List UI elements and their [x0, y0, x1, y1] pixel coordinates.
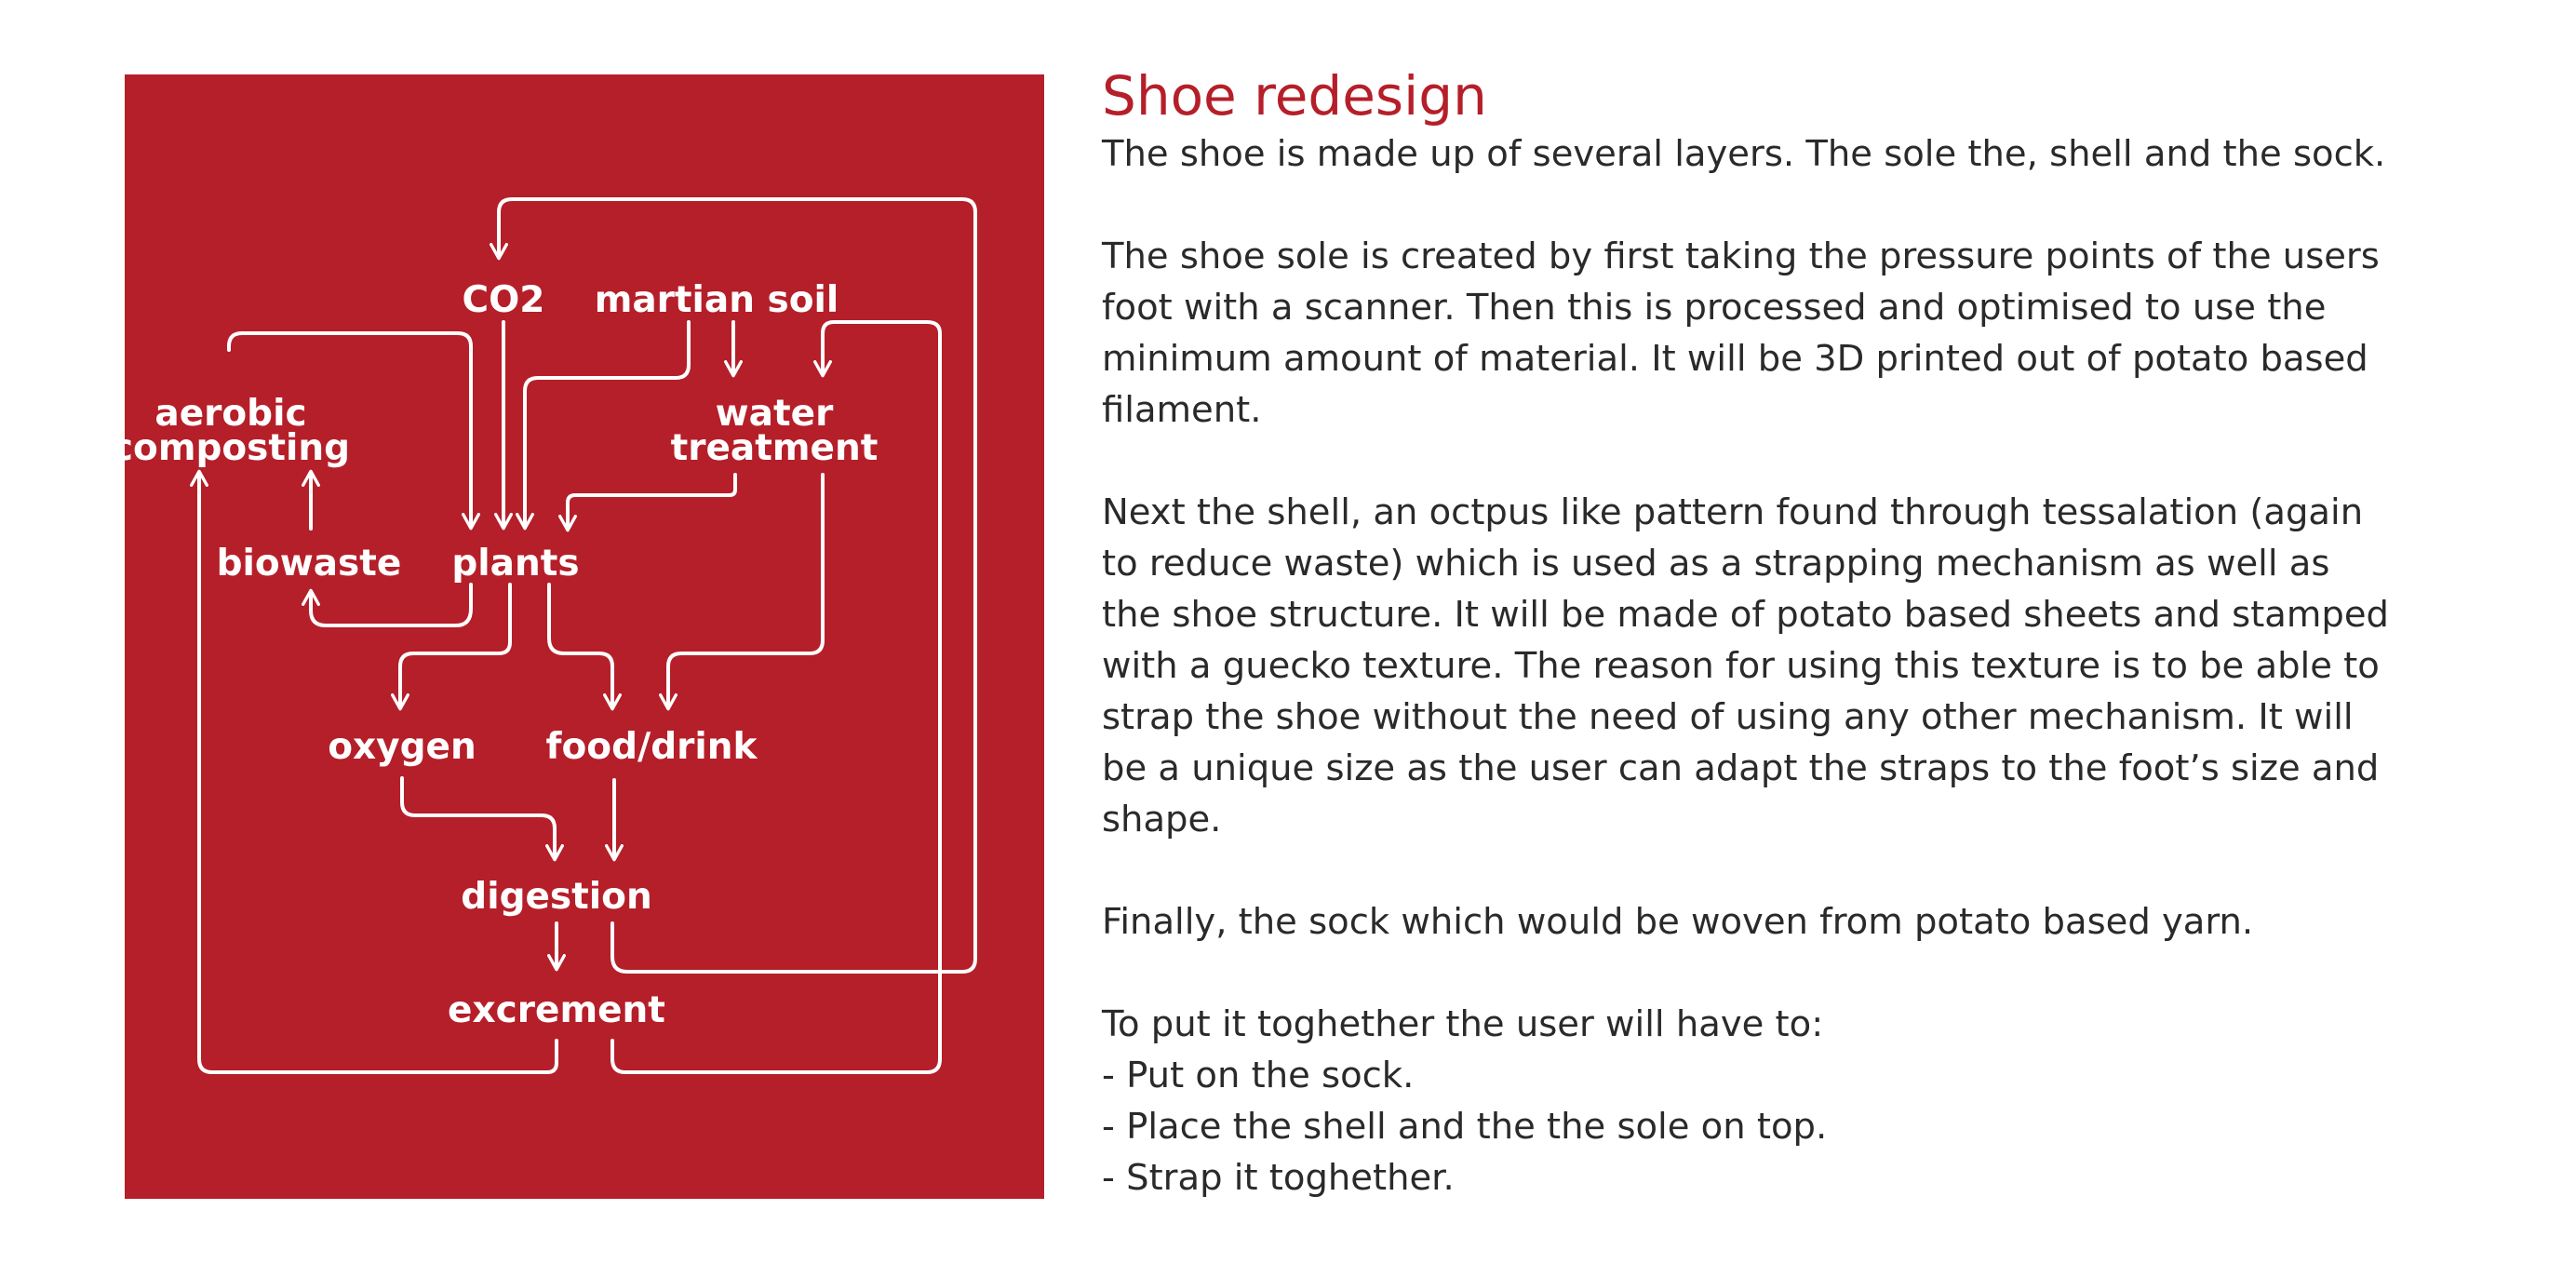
- node-biowaste: biowaste: [217, 543, 402, 585]
- shell-paragraph: Next the shell, an octpus like pattern f…: [1102, 487, 2535, 845]
- assembly-steps-list: - Put on the sock. - Place the shell and…: [1102, 1050, 2535, 1203]
- page-title: Shoe redesign: [1102, 64, 1487, 128]
- shell-line: to reduce waste) which is used as a stra…: [1102, 543, 2330, 585]
- edge-plants-to-food-drink: [547, 583, 622, 711]
- shell-line: be a unique size as the user can adapt t…: [1102, 747, 2380, 789]
- node-water-treatment-line2: treatment: [671, 427, 879, 469]
- node-co2: CO2: [463, 279, 545, 321]
- node-food-drink: food/drink: [546, 726, 758, 768]
- list-item: - Strap it toghether.: [1102, 1157, 1455, 1199]
- shell-line: strap the shoe without the need of using…: [1102, 696, 2354, 738]
- edge-martian-soil-to-plants: [516, 320, 691, 531]
- intro-paragraph: The shoe is made up of several layers. T…: [1102, 133, 2386, 175]
- sole-line: foot with a scanner. Then this is proces…: [1102, 287, 2327, 329]
- sole-paragraph: The shoe sole is created by first taking…: [1102, 231, 2535, 436]
- node-excrement: excrement: [448, 989, 665, 1031]
- node-martian-soil: martian soil: [595, 279, 839, 321]
- node-aerobic-composting-line1: aerobic: [154, 393, 306, 435]
- sole-line: filament.: [1102, 389, 1262, 431]
- edge-aerobic-composting-to-plants: [227, 331, 480, 531]
- steps-intro: To put it toghether the user will have t…: [1102, 1003, 1824, 1045]
- diagram-edges: [190, 197, 977, 1074]
- node-oxygen: oxygen: [328, 726, 476, 768]
- edge-water-treatment-to-food-drink: [659, 473, 825, 711]
- node-digestion: digestion: [461, 876, 651, 918]
- shell-line: Next the shell, an octpus like pattern f…: [1102, 491, 2364, 533]
- sole-line: minimum amount of material. It will be 3…: [1102, 338, 2368, 380]
- edge-excrement-to-aerobic-composting: [190, 469, 558, 1074]
- edge-oxygen-to-digestion: [400, 776, 564, 862]
- description-column: Shoe redesign The shoe is made up of sev…: [1102, 63, 2535, 1203]
- sock-paragraph: Finally, the sock which would be woven f…: [1102, 901, 2254, 943]
- list-item: - Put on the sock.: [1102, 1055, 1415, 1096]
- node-plants: plants: [451, 543, 579, 585]
- edge-excrement-to-co2: [490, 197, 977, 974]
- node-aerobic-composting-line2: composting: [112, 427, 350, 469]
- edge-plants-to-biowaste: [302, 583, 473, 627]
- edge-excrement-to-water-treatment: [610, 320, 942, 1074]
- node-water-treatment-line1: water: [716, 393, 834, 435]
- edge-plants-to-oxygen: [391, 583, 512, 711]
- shell-line: shape.: [1102, 799, 1222, 840]
- shell-line: with a guecko texture. The reason for us…: [1102, 645, 2380, 687]
- life-support-cycle-diagram: CO2 martian soil aerobic composting wate…: [112, 74, 1044, 1199]
- shell-line: the shoe structure. It will be made of p…: [1102, 594, 2389, 636]
- sole-line: The shoe sole is created by first taking…: [1102, 235, 2380, 277]
- list-item: - Place the shell and the the sole on to…: [1102, 1106, 1828, 1148]
- edge-water-treatment-to-plants: [558, 473, 737, 532]
- diagram-canvas: CO2 martian soil aerobic composting wate…: [112, 197, 977, 1074]
- diagram-nodes: CO2 martian soil aerobic composting wate…: [112, 279, 878, 1031]
